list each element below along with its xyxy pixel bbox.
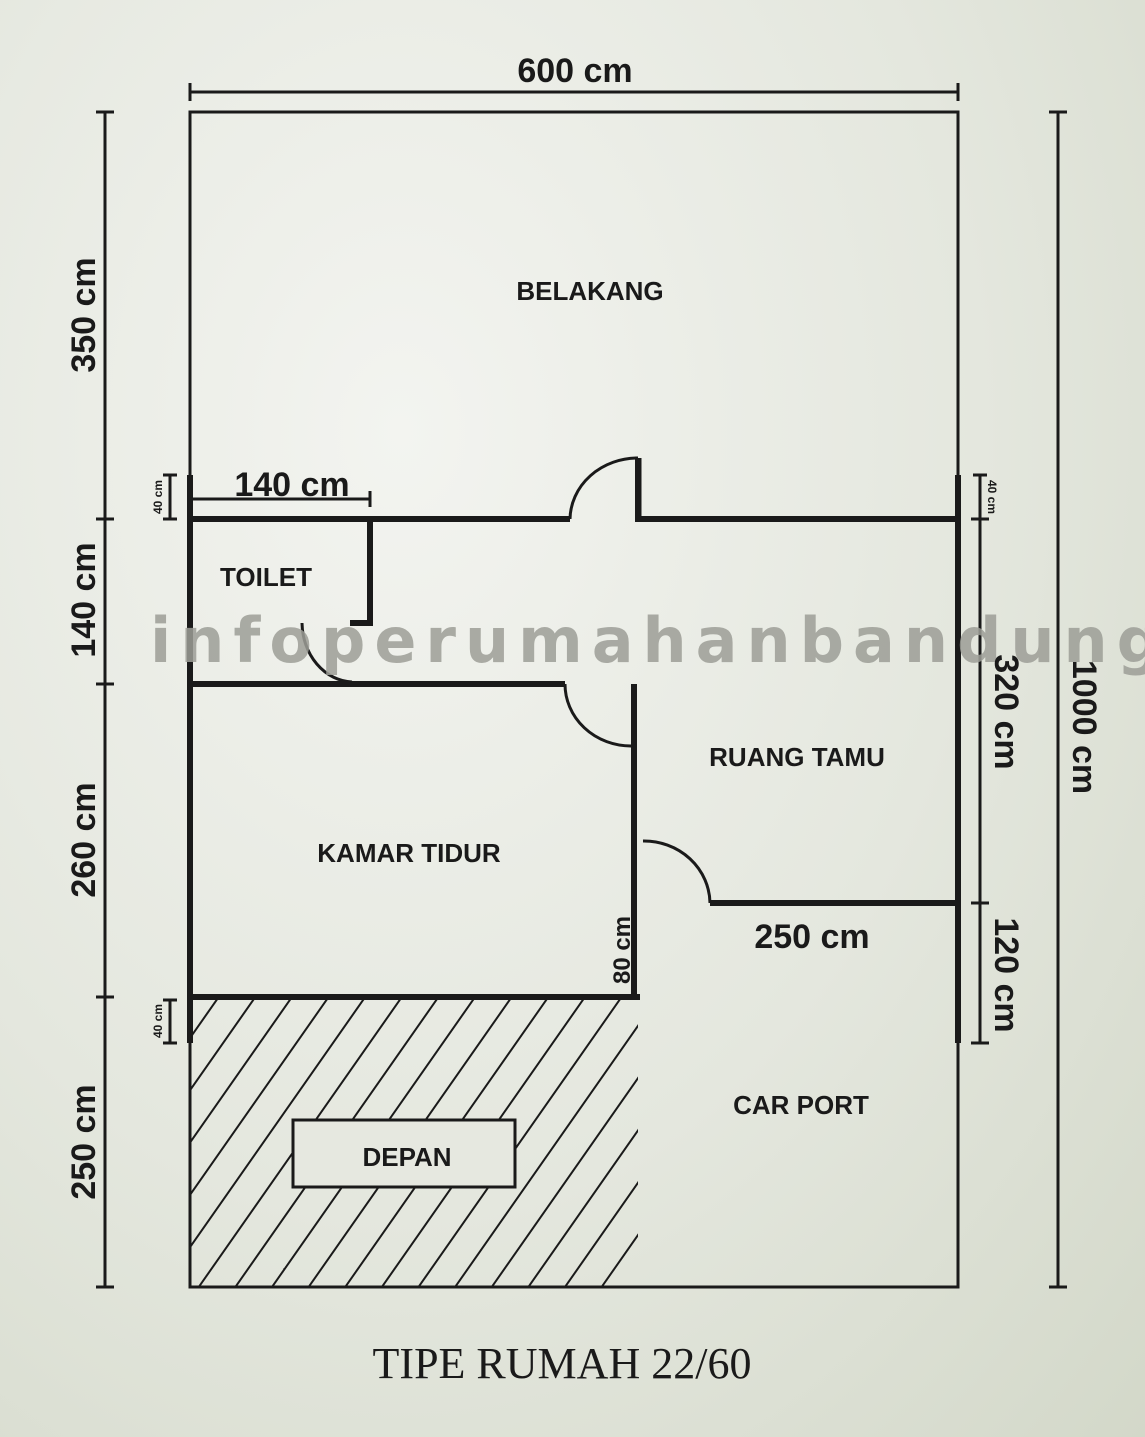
room-label-car-port: CAR PORT	[733, 1090, 869, 1120]
dim-carport-wall: 250 cm	[754, 918, 869, 956]
room-label-kamar-tidur: KAMAR TIDUR	[317, 838, 501, 868]
dim-right-ruang-tamu: 320 cm	[987, 654, 1025, 769]
dim-left-belakang: 350 cm	[65, 257, 103, 372]
room-label-toilet: TOILET	[220, 562, 312, 592]
depan-label-box	[291, 1118, 517, 1189]
dim-right-total: 1000 cm	[1065, 660, 1103, 794]
dim-toilet-width: 140 cm	[234, 466, 349, 504]
dim-overhang-right-top: 40 cm	[985, 480, 999, 514]
door-belakang	[568, 456, 639, 520]
door-ruang-tamu	[642, 839, 712, 904]
dim-left-toilet: 140 cm	[65, 542, 103, 657]
room-label-ruang-tamu: RUANG TAMU	[709, 742, 885, 772]
dim-overhang-left-bottom: 40 cm	[151, 1004, 165, 1038]
dim-kamar-wall: 80 cm	[609, 916, 636, 984]
dim-top-width: 600 cm	[517, 52, 632, 90]
watermark: infoperumahanbandung.com	[150, 604, 1145, 677]
doors	[300, 456, 712, 904]
room-label-depan: DEPAN	[362, 1142, 451, 1172]
room-label-belakang: BELAKANG	[516, 276, 663, 306]
walls	[187, 458, 961, 1043]
dim-overhang-left-top: 40 cm	[151, 480, 165, 514]
door-kamar	[563, 683, 632, 748]
dim-right-carport: 120 cm	[987, 917, 1025, 1032]
dimension-lines	[96, 83, 1067, 1289]
dim-left-depan: 250 cm	[65, 1084, 103, 1199]
plan-title: TIPE RUMAH 22/60	[373, 1339, 752, 1388]
dim-left-kamar: 260 cm	[65, 782, 103, 897]
door-toilet	[300, 622, 353, 684]
